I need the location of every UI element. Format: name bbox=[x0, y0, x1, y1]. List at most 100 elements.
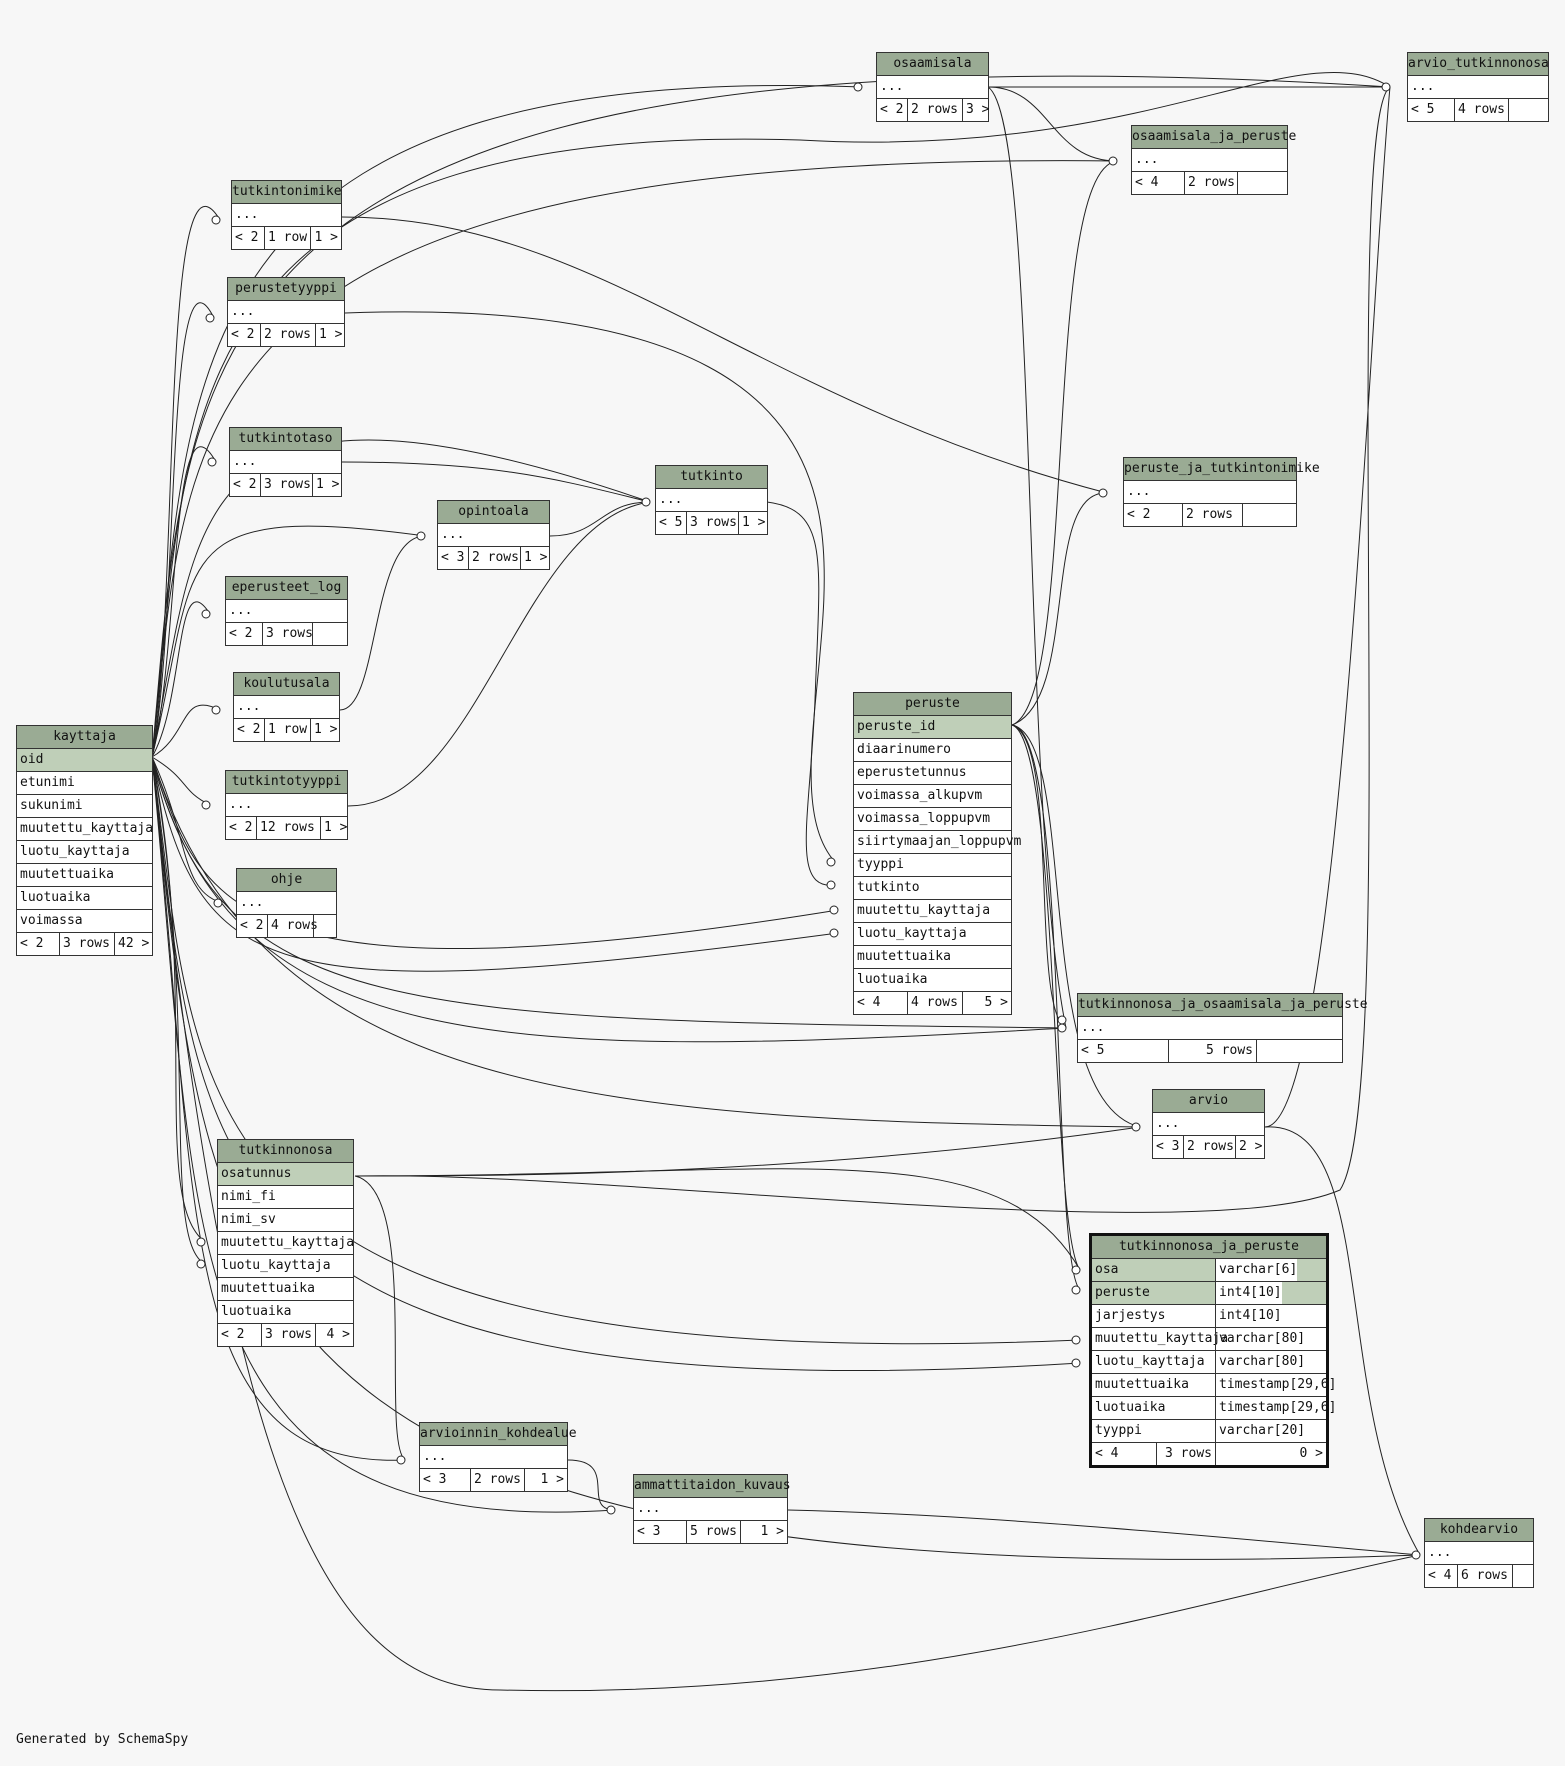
table-tutkinto[interactable]: tutkinto ... < 5 3 rows 1 > bbox=[655, 465, 768, 535]
parents-count[interactable]: < 2 bbox=[233, 477, 257, 492]
children-count[interactable]: 1 > bbox=[520, 547, 549, 569]
table-arvioinnin-kohdealue[interactable]: arvioinnin_kohdealue ... < 3 2 rows 1 > bbox=[419, 1422, 577, 1492]
table-title[interactable]: kayttaja bbox=[17, 726, 152, 749]
column-row[interactable]: muutettu_kayttaja bbox=[854, 900, 1011, 923]
parents-count[interactable]: < 4 bbox=[1135, 175, 1159, 190]
parents-count[interactable]: < 2 bbox=[229, 820, 253, 835]
children-count[interactable]: 1 > bbox=[315, 324, 344, 346]
parents-count[interactable]: < 5 bbox=[659, 515, 683, 530]
table-osaamisala[interactable]: osaamisala ... < 2 2 rows 3 > bbox=[876, 52, 989, 122]
table-title[interactable]: tutkintotyyppi bbox=[226, 771, 347, 794]
table-title[interactable]: arvioinnin_kohdealue bbox=[420, 1423, 577, 1446]
table-koulutusala[interactable]: koulutusala ... < 2 1 row 1 > bbox=[233, 672, 340, 742]
children-count[interactable] bbox=[1242, 504, 1296, 526]
column-row[interactable]: diaarinumero bbox=[854, 739, 1011, 762]
column-row[interactable]: ... bbox=[234, 696, 339, 719]
parents-count[interactable]: < 2 bbox=[20, 936, 44, 951]
table-osaamisala-ja-peruste[interactable]: osaamisala_ja_peruste ... < 4 2 rows bbox=[1131, 125, 1296, 195]
table-title[interactable]: eperusteet_log bbox=[226, 577, 347, 600]
table-title[interactable]: osaamisala bbox=[877, 53, 988, 76]
column-row[interactable]: tutkinto bbox=[854, 877, 1011, 900]
children-count[interactable]: 1 > bbox=[310, 719, 339, 741]
children-count[interactable]: 1 > bbox=[740, 1521, 787, 1543]
parents-count[interactable]: < 2 bbox=[237, 722, 261, 737]
column-row[interactable]: muutettu_kayttaja bbox=[218, 1232, 354, 1255]
table-ammattitaidon-kuvaus[interactable]: ammattitaidon_kuvaus ... < 3 5 rows 1 > bbox=[633, 1474, 791, 1544]
column-row[interactable]: peruste_id bbox=[854, 716, 1011, 739]
column-row[interactable]: ... bbox=[1124, 481, 1296, 504]
parents-count[interactable]: < 2 bbox=[880, 102, 904, 117]
column-row[interactable]: ... bbox=[1132, 149, 1287, 172]
column-row[interactable]: ... bbox=[656, 489, 767, 512]
table-opintoala[interactable]: opintoala ... < 3 2 rows 1 > bbox=[437, 500, 550, 570]
column-row[interactable]: ... bbox=[232, 204, 341, 227]
table-arvio-tutkinnonosa[interactable]: arvio_tutkinnonosa ... < 5 4 rows bbox=[1407, 52, 1549, 122]
parents-count[interactable]: < 2 bbox=[240, 918, 264, 933]
column-row[interactable]: luotuaika bbox=[854, 969, 1011, 992]
children-count[interactable] bbox=[1256, 1040, 1342, 1062]
table-title[interactable]: ohje bbox=[237, 869, 336, 892]
table-eperusteet-log[interactable]: eperusteet_log ... < 2 3 rows bbox=[225, 576, 348, 646]
children-count[interactable] bbox=[1508, 99, 1548, 121]
parents-count[interactable]: < 4 bbox=[1428, 1568, 1452, 1583]
children-count[interactable]: 1 > bbox=[320, 817, 347, 839]
children-count[interactable] bbox=[1237, 172, 1287, 194]
column-row[interactable]: etunimi bbox=[17, 772, 152, 795]
column-row[interactable]: osatunnus bbox=[218, 1163, 353, 1186]
children-count[interactable] bbox=[313, 915, 336, 937]
table-peruste-ja-tutkintonimike[interactable]: peruste_ja_tutkintonimike ... < 2 2 rows bbox=[1123, 457, 1320, 527]
table-title[interactable]: tutkinnonosa_ja_peruste bbox=[1092, 1236, 1326, 1259]
table-title[interactable]: tutkintotaso bbox=[230, 428, 341, 451]
column-row[interactable]: voimassa bbox=[17, 910, 152, 933]
parents-count[interactable]: < 2 bbox=[221, 1327, 245, 1342]
table-title[interactable]: koulutusala bbox=[234, 673, 339, 696]
column-row[interactable]: ... bbox=[420, 1446, 567, 1469]
column-row[interactable]: ... bbox=[1425, 1542, 1533, 1565]
table-tutkintotyyppi[interactable]: tutkintotyyppi ... < 2 12 rows 1 > bbox=[225, 770, 348, 840]
table-perustetyyppi[interactable]: perustetyyppi ... < 2 2 rows 1 > bbox=[227, 277, 345, 347]
column-row[interactable]: muutettu_kayttaja bbox=[17, 818, 153, 841]
column-row[interactable]: muutettuaika bbox=[854, 946, 1011, 969]
table-title[interactable]: osaamisala_ja_peruste bbox=[1132, 126, 1296, 149]
column-row[interactable]: voimassa_alkupvm bbox=[854, 785, 1011, 808]
table-title[interactable]: arvio bbox=[1153, 1090, 1264, 1113]
column-row[interactable]: muutettuaika bbox=[17, 864, 152, 887]
column-row[interactable]: muutettuaika bbox=[218, 1278, 353, 1301]
column-row[interactable]: ... bbox=[237, 892, 336, 915]
table-title[interactable]: perustetyyppi bbox=[228, 278, 344, 301]
table-title[interactable]: peruste_ja_tutkintonimike bbox=[1124, 458, 1320, 481]
children-count[interactable]: 2 > bbox=[1235, 1136, 1264, 1158]
parents-count[interactable]: < 2 bbox=[235, 230, 259, 245]
parents-count[interactable]: < 5 bbox=[1081, 1043, 1105, 1058]
children-count[interactable]: 0 > bbox=[1215, 1443, 1326, 1465]
table-tutkinnonosa-ja-osaamisala-ja-peruste[interactable]: tutkinnonosa_ja_osaamisala_ja_peruste ..… bbox=[1077, 993, 1368, 1063]
column-row[interactable]: ... bbox=[877, 76, 988, 99]
column-row[interactable]: ... bbox=[228, 301, 344, 324]
column-row[interactable]: ... bbox=[634, 1498, 787, 1521]
column-row[interactable]: ... bbox=[230, 451, 341, 474]
parents-count[interactable]: < 3 bbox=[423, 1472, 447, 1487]
parents-count[interactable]: < 3 bbox=[1156, 1139, 1180, 1154]
table-title[interactable]: tutkintonimike bbox=[232, 181, 342, 204]
table-kayttaja[interactable]: kayttaja oid etunimi sukunimi muutettu_k… bbox=[16, 725, 153, 956]
children-count[interactable]: 4 > bbox=[315, 1324, 353, 1346]
parents-count[interactable]: < 3 bbox=[637, 1524, 661, 1539]
table-tutkintotaso[interactable]: tutkintotaso ... < 2 3 rows 1 > bbox=[229, 427, 342, 497]
parents-count[interactable]: < 2 bbox=[1127, 507, 1151, 522]
column-row[interactable]: luotuaika bbox=[218, 1301, 353, 1324]
column-row[interactable]: siirtymaajan_loppupvm bbox=[854, 831, 1021, 854]
table-kohdearvio[interactable]: kohdearvio ... < 4 6 rows bbox=[1424, 1518, 1534, 1588]
column-row[interactable]: voimassa_loppupvm bbox=[854, 808, 1011, 831]
column-row[interactable]: ... bbox=[1078, 1017, 1342, 1040]
column-row[interactable]: luotu_kayttaja bbox=[854, 923, 1011, 946]
table-title[interactable]: tutkinnonosa_ja_osaamisala_ja_peruste bbox=[1078, 994, 1368, 1017]
table-peruste[interactable]: peruste peruste_id diaarinumero eperuste… bbox=[853, 692, 1021, 1015]
column-row[interactable]: ... bbox=[438, 524, 549, 547]
